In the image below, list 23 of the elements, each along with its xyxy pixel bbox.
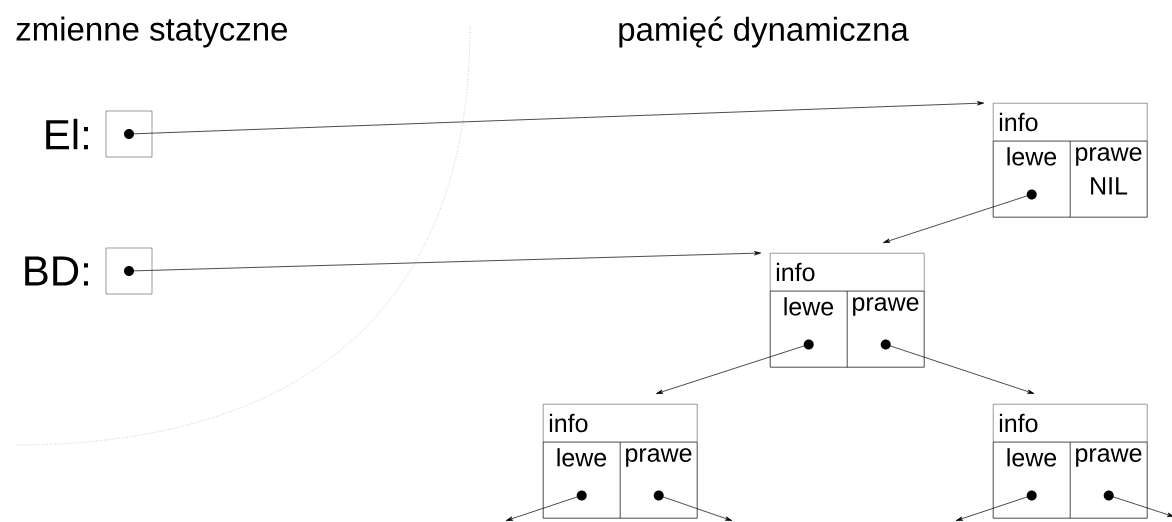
arrow [656,345,806,394]
arrow [132,101,985,135]
arrow [883,195,1029,243]
variable-box [105,247,153,295]
pointer-cell: lewe [543,442,621,519]
arrow [505,496,579,521]
pointer-cell: lewe [993,141,1071,218]
variable-name: El: [46,118,88,150]
variable-box [105,110,153,158]
section-heading: zmienne statyczne [16,16,287,48]
arrow [1112,496,1172,517]
arrow [955,496,1029,521]
pointer-cell: lewe [993,442,1071,519]
arrow [132,251,762,272]
pointer-cell: lewe [770,291,848,368]
pointer-cell: prawe [1070,442,1148,519]
arrow [662,496,733,521]
pointer-cell: prawe [847,291,925,368]
variable-name: BD: [25,256,88,286]
pointer-cell: prawe NIL [1070,141,1148,218]
pointer-cell: prawe [620,442,698,519]
section-heading: pamięć dynamiczna [619,16,909,48]
arrow [889,345,1035,394]
